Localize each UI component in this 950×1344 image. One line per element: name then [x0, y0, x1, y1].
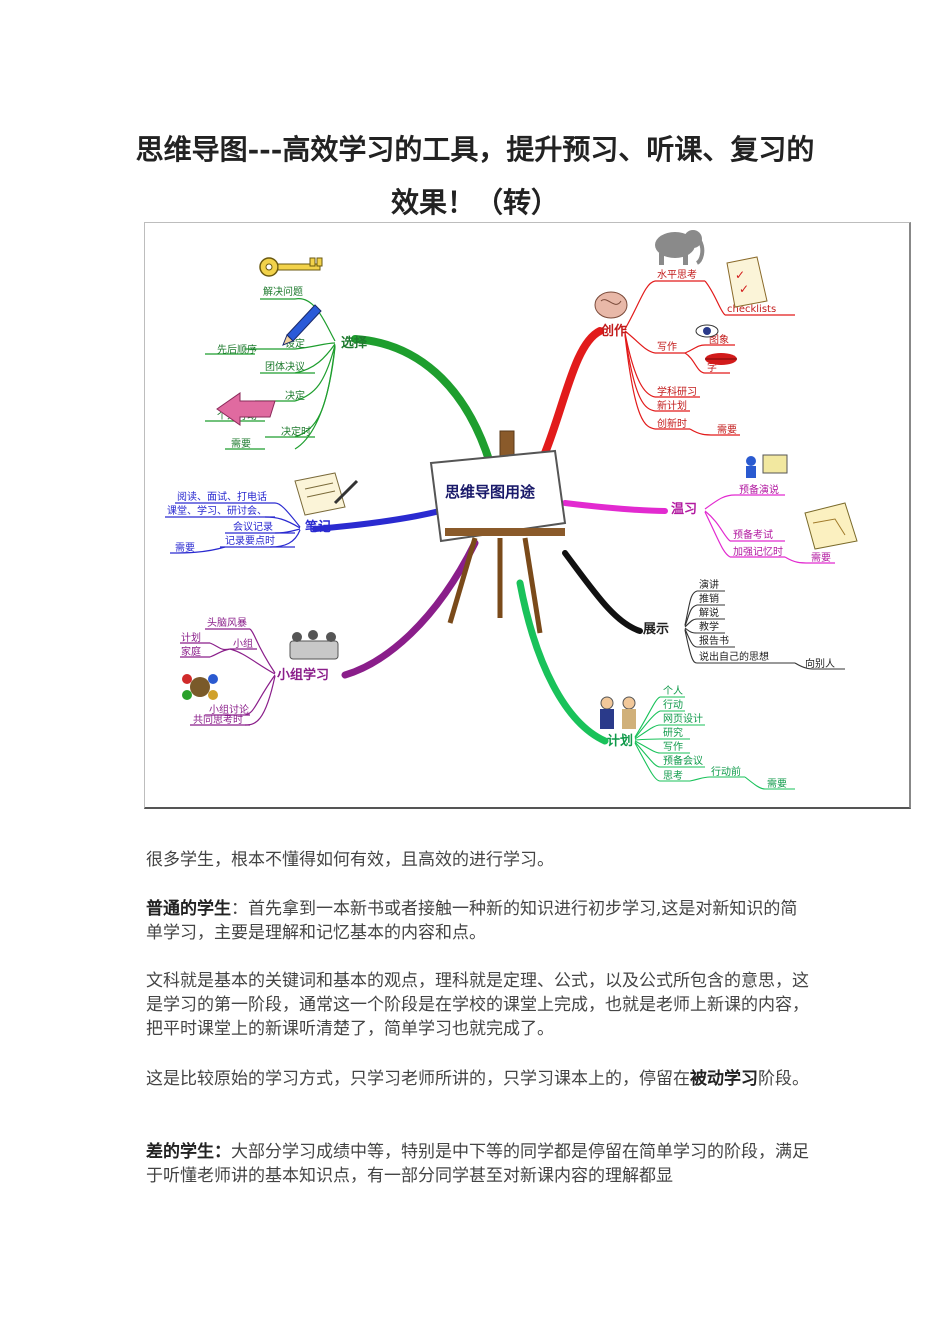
leaf: 预备会议	[663, 754, 703, 767]
leaf: 加强记忆时	[733, 545, 783, 558]
leaf: 教学	[699, 620, 719, 633]
bold-term: 普通的学生	[146, 899, 231, 919]
leaf: 决定时	[281, 425, 311, 438]
branch-xiaozu: 小组学习	[277, 667, 329, 683]
leaf: 报告书	[699, 634, 729, 647]
two-people-icon	[600, 696, 636, 729]
svg-text:✓: ✓	[739, 282, 749, 296]
leaf: 学科研习	[657, 385, 697, 398]
leaf: 预备考试	[733, 528, 773, 541]
pen-icon	[282, 304, 322, 346]
leaf: 思考	[663, 770, 683, 782]
paragraph-1: 很多学生，根本不懂得如何有效，且高效的进行学习。	[146, 850, 554, 870]
round-table-icon	[182, 674, 218, 700]
branch-jihua: 计划	[607, 733, 633, 749]
note-paper-icon	[294, 472, 359, 516]
paragraph-3: 文科就是基本的关键词和基本的观点，理科就是定理、公式，以及公式所包含的意思，这是…	[146, 971, 809, 1039]
elephant-icon	[655, 230, 705, 265]
paragraph-2: 普通的学生：首先拿到一本新书或者接触一种新的知识进行初步学习,这是对新知识的简单…	[146, 897, 810, 945]
leaf: checklists	[727, 304, 776, 315]
leaf: 解说	[699, 606, 719, 619]
leaf: 创新时	[657, 417, 687, 430]
leaf: 会议记录	[233, 520, 273, 533]
checklist-icon: ✓ ✓	[726, 256, 768, 308]
presenter-icon	[746, 454, 788, 478]
bold-term: 被动学习	[690, 1069, 758, 1089]
leaf: 向别人	[805, 657, 835, 670]
leaf: 需要	[717, 424, 737, 436]
leaf: 说出自己的思想	[699, 650, 769, 663]
map-paper-icon	[804, 502, 858, 550]
paragraph-text: 这是比较原始的学习方式，只学习老师所讲的，只学习课本上的，停留在	[146, 1069, 690, 1089]
eye-icon	[695, 324, 719, 338]
leaf: 水平思考	[657, 269, 697, 281]
brain-icon	[594, 291, 628, 319]
leaf: 需要	[175, 542, 195, 554]
leaf: 解决问题	[263, 285, 303, 298]
leaf: 新计划	[657, 399, 687, 412]
branch-zhanshi: 展示	[643, 622, 669, 637]
leaf: 图象	[709, 334, 729, 346]
leaf: 小组讨论	[209, 703, 249, 716]
leaf: 共同思考时	[193, 714, 243, 726]
paragraph-4: 这是比较原始的学习方式，只学习老师所讲的，只学习课本上的，停留在被动学习阶段。	[146, 1067, 810, 1091]
blank-patch	[275, 689, 545, 757]
bold-term: 差的学生：	[146, 1142, 231, 1162]
leaf: 小组	[233, 637, 253, 650]
leaf: 课堂、学习、研讨会、	[167, 504, 267, 517]
svg-text:✓: ✓	[735, 268, 745, 282]
page-title-line2: 效果！（转）	[390, 186, 559, 219]
easel-icon	[429, 430, 567, 634]
leaf: 记录要点时	[225, 535, 275, 547]
leaf: 决定	[285, 389, 305, 402]
paragraph-text: 大部分学习成绩中等，特别是中下等的同学都是停留在简单学习的阶段，满足于听懂老师讲…	[146, 1142, 809, 1186]
paragraph-text: ：首先拿到一本新书或者接触一种新的知识进行初步学习,这是对新知识的简单学习，主要…	[146, 899, 798, 943]
center-title: 思维导图用途	[445, 483, 536, 501]
leaf: 网页设计	[663, 712, 703, 725]
leaf: 计划	[181, 631, 201, 644]
leaf: 演讲	[699, 578, 719, 591]
leaf: 行动前	[711, 765, 741, 778]
leaf: 家庭	[181, 645, 201, 658]
meeting-table-icon	[289, 630, 339, 660]
branch-biji: 笔记	[305, 519, 331, 535]
leaf: 阅读、面试、打电话	[177, 490, 267, 503]
branch-xuanze: 选择	[341, 335, 368, 351]
lips-icon	[705, 353, 737, 365]
key-icon	[259, 257, 323, 277]
leaf: 需要	[231, 438, 251, 450]
leaf: 团体决议	[265, 361, 305, 373]
arrow-icon	[216, 392, 276, 426]
paragraph-5: 差的学生：大部分学习成绩中等，特别是中下等的同学都是停留在简单学习的阶段，满足于…	[146, 1140, 810, 1188]
leaf: 头脑风暴	[207, 616, 247, 629]
leaf: 写作	[663, 741, 683, 753]
leaf: 推销	[699, 592, 719, 605]
leaf: 需要	[767, 778, 787, 790]
leaf: 个人	[663, 685, 683, 697]
page-title-line1: 思维导图---高效学习的工具，提升预习、听课、复习的	[135, 133, 815, 166]
leaf: 先后顺序	[217, 343, 257, 356]
paragraph-text: 阶段。	[758, 1069, 809, 1089]
leaf: 行动	[663, 698, 683, 711]
leaf: 写作	[657, 341, 677, 353]
leaf: 字	[707, 361, 717, 374]
branch-wenxi: 温习	[671, 502, 697, 517]
leaf: 需要	[811, 552, 831, 564]
leaf: 研究	[663, 726, 683, 739]
branch-chuangzuo: 创作	[600, 323, 627, 339]
leaf: 预备演说	[739, 483, 779, 496]
